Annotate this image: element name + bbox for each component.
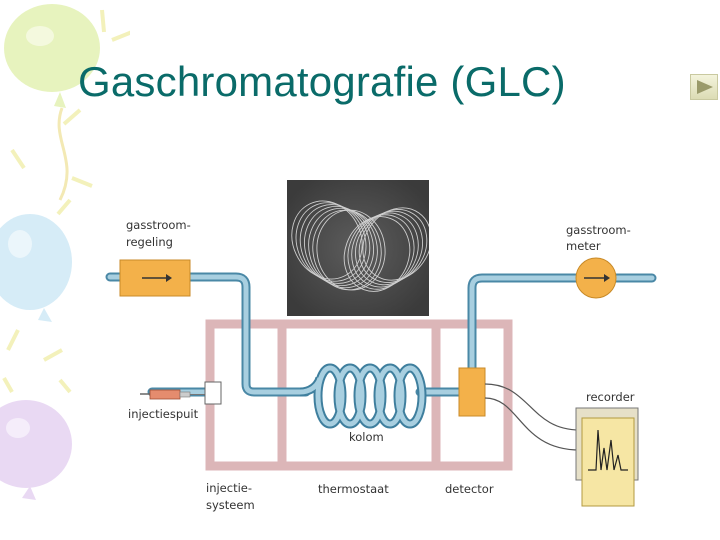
syringe-icon	[140, 389, 206, 400]
detector-label: detector	[445, 482, 494, 496]
flow-meter	[575, 257, 617, 299]
flow-meter-label-1: gasstroom-	[566, 223, 631, 237]
flow-regulator	[119, 259, 191, 297]
column-photo	[287, 180, 429, 316]
thermostat-label: thermostaat	[318, 482, 389, 496]
play-triangle-icon	[697, 80, 713, 94]
injection-label-1: injectie-	[206, 481, 253, 495]
recorder	[575, 407, 639, 507]
flow-regulator-label-2: regeling	[126, 235, 173, 249]
gas-tube	[105, 272, 657, 397]
injection-label-2: systeem	[206, 498, 255, 512]
syringe-label: injectiespuit	[128, 407, 199, 421]
next-slide-button[interactable]	[690, 74, 718, 100]
injection-block	[204, 381, 222, 405]
detector-block	[458, 367, 486, 417]
column-coil	[299, 363, 427, 429]
flow-meter-label-2: meter	[566, 239, 601, 253]
balloon-decoration	[0, 4, 130, 500]
recorder-label: recorder	[586, 390, 635, 404]
column-label: kolom	[349, 430, 384, 444]
detector-cables	[484, 383, 581, 451]
flow-regulator-label-1: gasstroom-	[126, 218, 191, 232]
slide-title: Gaschromatografie (GLC)	[78, 58, 566, 105]
